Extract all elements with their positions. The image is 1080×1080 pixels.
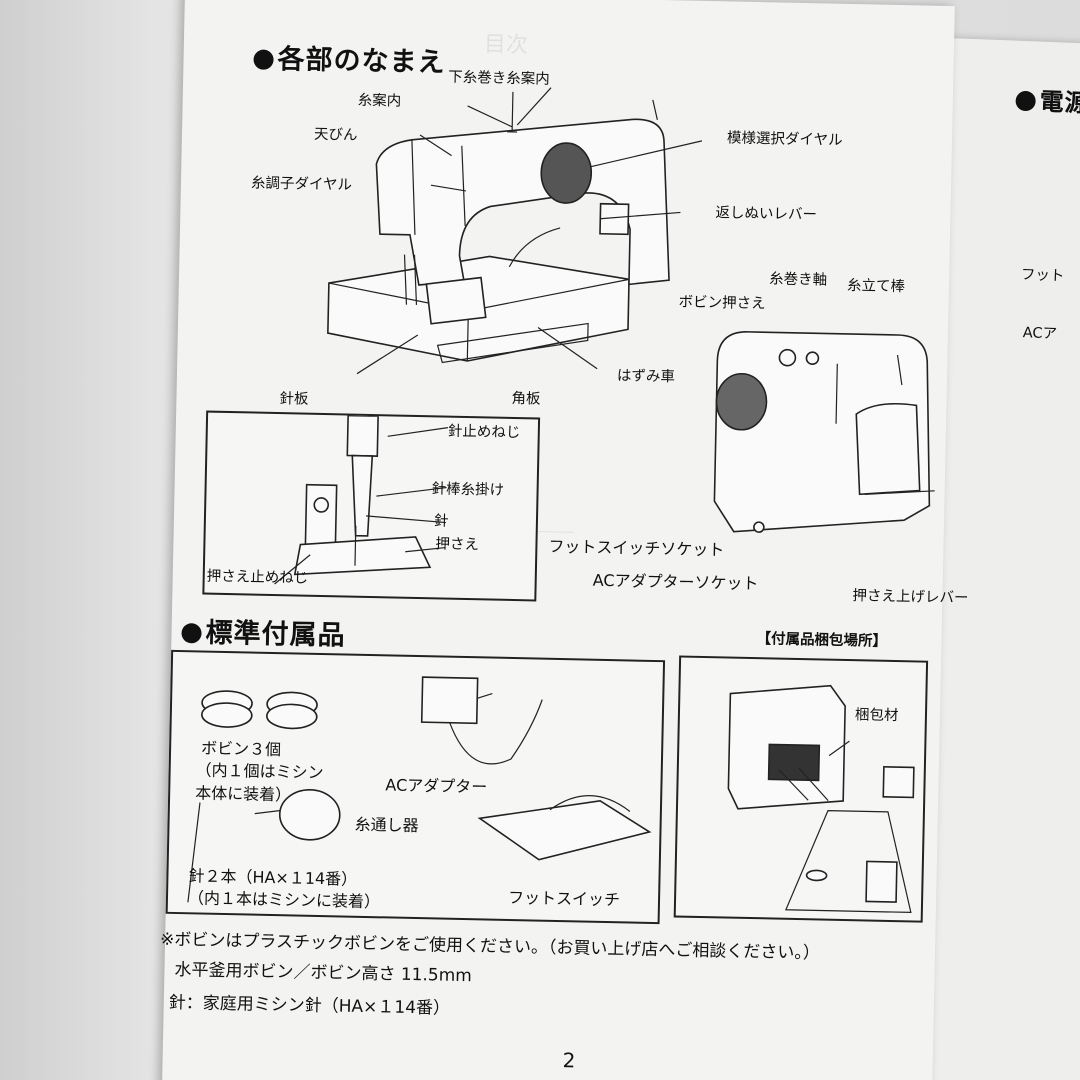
label-handwheel: はずみ車	[616, 368, 676, 386]
accessories-box: ボビン３個 （内１個はミシン 本体に装着） ACアダプター 糸通し器 針２本（H…	[165, 649, 666, 925]
label-thread-guide: 糸案内	[357, 92, 402, 110]
label-needle-bar-guide: 針棒糸掛け	[431, 481, 505, 499]
label-corner-plate: 角板	[511, 390, 541, 408]
label-presser-foot: 押さえ	[435, 536, 480, 554]
next-page-heading: 電源	[1015, 81, 1080, 119]
note-line-2: 水平釜用ボビン／ボビン高さ 11.5mm	[174, 959, 472, 987]
sewing-machine-back-illustration	[713, 331, 935, 533]
presser-foot-detail-box: 針止めねじ 針棒糸掛け 針 押さえ 押さえ止めねじ	[202, 410, 541, 602]
next-page-title: 電源	[1039, 87, 1080, 118]
label-bobbin-guide: 下糸巻き糸案内	[448, 69, 550, 88]
foot-switch-label: フットスイッチ	[507, 887, 621, 910]
packing-box: 梱包材	[673, 655, 929, 923]
next-page-text: フット	[1020, 266, 1065, 285]
manual-page: 目次 ⎯⎯⎯⎯⎯⎯⎯ ⎯⎯⎯⎯⎯⎯⎯ 各部のなまえ 糸案内 下糸巻き糸案内 天び…	[160, 0, 969, 1080]
label-bobbin-stopper: ボビン押さえ	[678, 294, 766, 313]
packing-illustration	[727, 684, 915, 914]
adapter-label: ACアダプター	[385, 775, 488, 797]
label-needle: 針	[433, 513, 449, 530]
accessories-title: 標準付属品	[205, 617, 346, 652]
threader-label: 糸通し器	[354, 814, 419, 836]
label-spool-pin: 糸立て棒	[846, 277, 906, 296]
label-bobbin-winder: 糸巻き軸	[768, 271, 828, 289]
accessories-illustration	[187, 676, 652, 903]
label-pattern-dial: 模様選択ダイヤル	[726, 130, 843, 149]
page-number: 2	[562, 1048, 576, 1073]
label-tension-dial: 糸調子ダイヤル	[250, 175, 353, 194]
label-needle-screw: 針止めねじ	[447, 423, 521, 442]
label-reverse-lever: 返しぬいレバー	[715, 205, 818, 224]
label-needle-plate: 針板	[279, 391, 309, 408]
packing-label: 梱包材	[854, 707, 899, 725]
bullet-icon	[181, 623, 202, 644]
label-ac-socket: ACアダプターソケット	[592, 570, 759, 594]
label-foot-socket: フットスイッチソケット	[548, 536, 725, 560]
bobbin-label-3: 本体に装着）	[194, 783, 292, 805]
packing-title: 【付属品梱包場所】	[756, 631, 888, 650]
label-presser-lever: 押さえ上げレバー	[852, 588, 969, 607]
bullet-icon	[253, 49, 274, 70]
accessories-heading: 標準付属品	[181, 610, 346, 652]
label-presser-screw: 押さえ止めねじ	[206, 568, 309, 587]
label-leader-lines	[356, 87, 703, 375]
next-page-text: ACア	[1022, 325, 1058, 343]
label-take-up-lever: 天びん	[313, 126, 358, 144]
presser-foot-illustration	[274, 414, 448, 585]
needle-label-2: （内１本はミシンに装着）	[187, 888, 381, 912]
sewing-machine-illustration	[327, 91, 670, 364]
note-line-3: 針：家庭用ミシン針（HA×１14番）	[168, 992, 451, 1019]
